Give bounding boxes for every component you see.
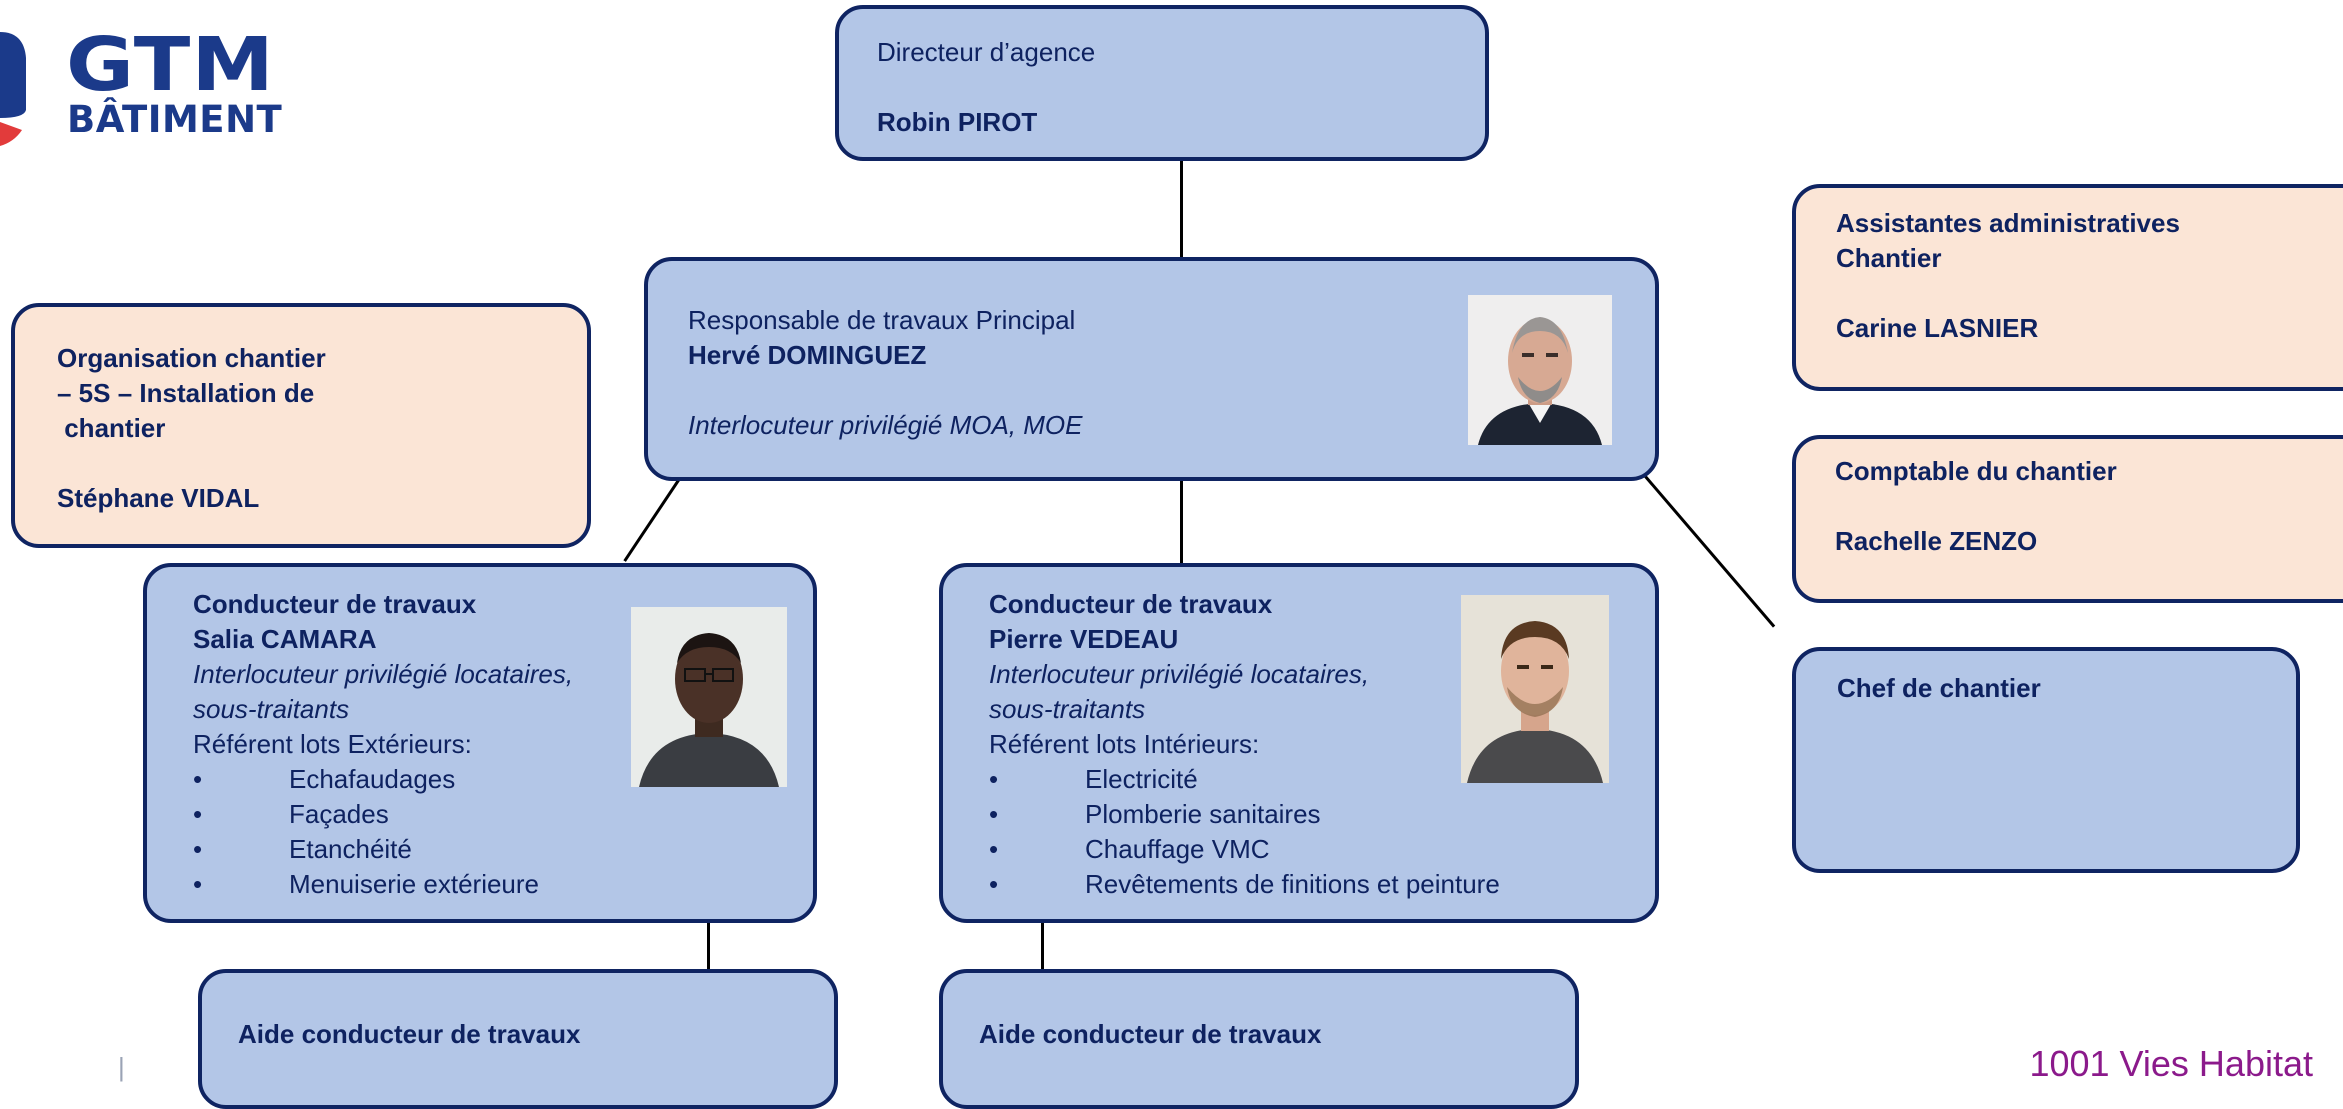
conducteur-right-note-2: sous-traitants [989, 694, 1146, 724]
footer-brand: 1001 Vies Habitat [2029, 1043, 2313, 1084]
conducteur-right-box: Conducteur de travaux Pierre VEDEAU Inte… [939, 563, 1659, 923]
comptable-name: Rachelle ZENZO [1835, 526, 2038, 556]
director-name: Robin PIROT [877, 107, 1038, 137]
conducteur-left-box: Conducteur de travaux Salia CAMARA Inter… [143, 563, 817, 923]
conducteur-right-note-1: Interlocuteur privilégié locataires, [989, 659, 1370, 689]
list-item: •Electricité [989, 764, 1198, 794]
organisation-line-1: Organisation chantier [57, 343, 326, 373]
aide-left-box: Aide conducteur de travaux [198, 969, 838, 1109]
aide-right-box: Aide conducteur de travaux [939, 969, 1579, 1109]
aide-left-role: Aide conducteur de travaux [238, 1019, 581, 1049]
assistants-line-2: Chantier [1836, 243, 1942, 273]
list-item: •Chauffage VMC [989, 834, 1270, 864]
organisation-box: Organisation chantier – 5S – Installatio… [11, 303, 591, 548]
principal-box: Responsable de travaux Principal Hervé D… [644, 257, 1659, 481]
conducteur-right-name: Pierre VEDEAU [989, 624, 1179, 654]
organisation-name: Stéphane VIDAL [57, 483, 260, 513]
connector-principal-conducteur-right [1180, 478, 1183, 564]
chef-role: Chef de chantier [1837, 673, 2041, 703]
chef-box: Chef de chantier [1792, 647, 2300, 873]
connector-conducteur-right-aide [1041, 920, 1044, 972]
director-role: Directeur d’agence [877, 37, 1096, 67]
comptable-role: Comptable du chantier [1835, 456, 2117, 486]
conducteur-right-role: Conducteur de travaux [989, 589, 1273, 619]
principal-role: Responsable de travaux Principal [688, 305, 1076, 335]
director-box: Directeur d’agence Robin PIROT [835, 5, 1489, 161]
assistants-line-1: Assistantes administratives [1836, 208, 2180, 238]
comptable-box: Comptable du chantier Rachelle ZENZO [1792, 435, 2343, 603]
list-item: •Menuiserie extérieure [193, 869, 540, 899]
list-item: •Plomberie sanitaires [989, 799, 1321, 829]
principal-name: Hervé DOMINGUEZ [688, 340, 927, 370]
conducteur-left-role: Conducteur de travaux [193, 589, 477, 619]
aide-right-role: Aide conducteur de travaux [979, 1019, 1322, 1049]
footer-separator: | [118, 1052, 125, 1082]
conducteur-right-lots-list: •Electricité •Plomberie sanitaires •Chau… [989, 762, 1655, 902]
connector-director-principal [1180, 158, 1183, 260]
assistants-name: Carine LASNIER [1836, 313, 2039, 343]
list-item: •Etanchéité [193, 834, 412, 864]
organisation-line-2: – 5S – Installation de [57, 378, 315, 408]
list-item: •Façades [193, 799, 389, 829]
principal-note: Interlocuteur privilégié MOA, MOE [688, 410, 1083, 440]
company-logo: GTM BÂTIMENT [0, 18, 340, 148]
principal-photo [1468, 295, 1612, 445]
conducteur-left-note-2: sous-traitants [193, 694, 350, 724]
connector-principal-chef [1640, 471, 1776, 628]
conducteur-left-photo [631, 607, 787, 787]
logo-emblem-icon [0, 32, 26, 146]
conducteur-left-note-1: Interlocuteur privilégié locataires, [193, 659, 574, 689]
logo-gtm: GTM [66, 22, 275, 108]
assistants-box: Assistantes administratives Chantier Car… [1792, 184, 2343, 391]
list-item: •Revêtements de finitions et peinture [989, 869, 1500, 899]
connector-conducteur-left-aide [707, 920, 710, 972]
organisation-line-3: chantier [57, 413, 166, 443]
connector-principal-conducteur-left [623, 478, 681, 562]
conducteur-left-name: Salia CAMARA [193, 624, 377, 654]
list-item: •Echafaudages [193, 764, 456, 794]
conducteur-right-lots-title: Référent lots Intérieurs: [989, 729, 1260, 759]
logo-batiment: BÂTIMENT [67, 98, 283, 141]
conducteur-right-photo [1461, 595, 1609, 783]
conducteur-left-lots-title: Référent lots Extérieurs: [193, 729, 472, 759]
conducteur-left-lots-list: •Echafaudages •Façades •Etanchéité •Menu… [193, 762, 813, 902]
